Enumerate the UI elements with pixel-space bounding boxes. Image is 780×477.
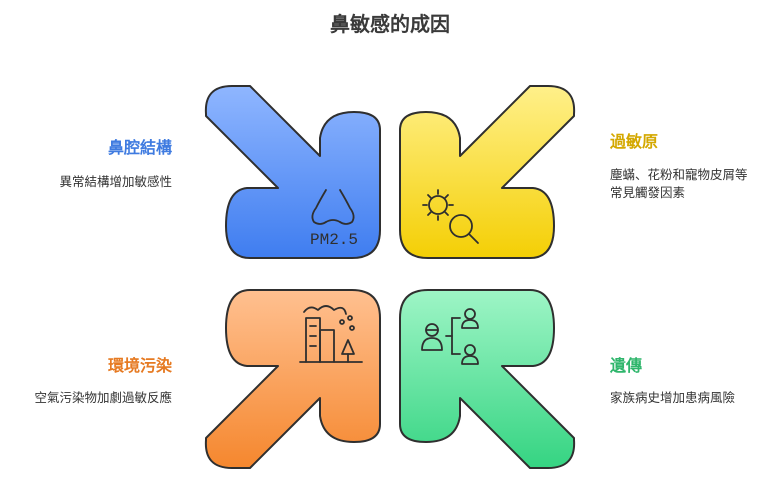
desc-genetics: 家族病史增加患病風險 [610,390,736,405]
factory-pollution-icon [299,305,363,363]
arrow-environmental-pollution [204,289,381,469]
arrow-genetics [399,289,576,469]
label-nasal-structure: 鼻腔結構 [107,138,172,157]
nose-icon [311,189,355,225]
arrow-allergens [399,85,576,259]
allergen-search-icon [422,189,479,244]
desc-allergens-line2: 常見觸發因素 [610,185,686,200]
arrow-nasal-structure [204,85,381,259]
desc-environmental-pollution: 空氣污染物加劇過敏反應 [34,390,172,405]
desc-nasal-structure: 異常結構增加敏感性 [59,174,172,189]
pm25-label: PM2.5 [310,231,358,249]
label-allergens: 過敏原 [610,132,659,151]
family-tree-icon [421,308,479,365]
label-genetics: 遺傳 [610,356,643,375]
desc-allergens-line1: 塵蟎、花粉和寵物皮屑等 [610,167,748,182]
page-title: 鼻敏感的成因 [330,12,450,36]
label-environmental-pollution: 環境污染 [107,356,172,375]
